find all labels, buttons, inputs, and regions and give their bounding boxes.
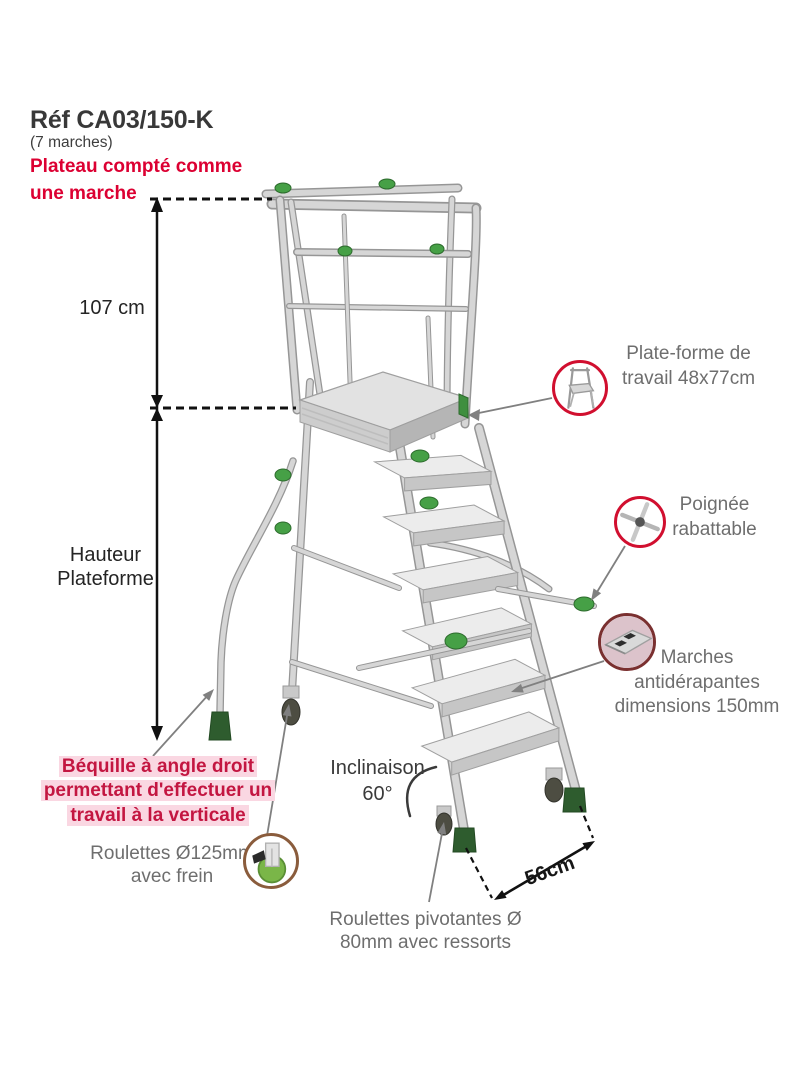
brake-casters-callout-label: Roulettes Ø125mm avec frein bbox=[90, 843, 254, 887]
incline-label: Inclinaison 60° bbox=[330, 757, 425, 805]
ladder-feet bbox=[452, 787, 587, 853]
handle-detail-icon bbox=[614, 496, 666, 548]
platform-height-label: Hauteur Plateforme bbox=[57, 544, 154, 590]
steps-callout-label: Marches antidérapantes dimensions 150mm bbox=[614, 647, 780, 718]
support-leg-leader-line bbox=[152, 689, 214, 757]
ladder-platform bbox=[298, 371, 470, 453]
steps-leader-line bbox=[511, 660, 605, 693]
page-subtitle: (7 marches) bbox=[30, 134, 113, 151]
ladder-green-knobs bbox=[274, 178, 595, 650]
height-dimension-lines bbox=[150, 197, 296, 741]
handle-callout-label: Poignée rabattable bbox=[672, 494, 757, 540]
steps-detail-icon bbox=[598, 613, 656, 671]
brake-caster-leader-line bbox=[266, 704, 292, 837]
handle-leader-line bbox=[591, 545, 626, 601]
platform-leader-line bbox=[468, 397, 553, 421]
page-title: Réf CA03/150-K bbox=[30, 106, 214, 134]
support-leg-bequille bbox=[208, 457, 553, 741]
platform-counted-note: Plateau compté comme une marche bbox=[30, 156, 243, 204]
ladder-steps bbox=[372, 454, 561, 776]
support-leg-callout-label: Béquille à angle droit permettant d'effe… bbox=[38, 755, 278, 828]
depth-dimension-arrow bbox=[465, 805, 595, 900]
swivel-caster-leader-line bbox=[428, 822, 447, 903]
upper-height-label: 107 cm bbox=[79, 297, 145, 319]
brake-caster-detail-icon bbox=[243, 833, 299, 889]
ladder-rear-structure bbox=[288, 378, 434, 709]
incline-arc bbox=[405, 765, 438, 818]
platform-callout-label: Plate-forme de travail 48x77cm bbox=[621, 343, 756, 389]
swivel-casters-callout-label: Roulettes pivotantes Ø 80mm avec ressort… bbox=[329, 909, 522, 954]
platform-detail-icon bbox=[552, 360, 608, 416]
